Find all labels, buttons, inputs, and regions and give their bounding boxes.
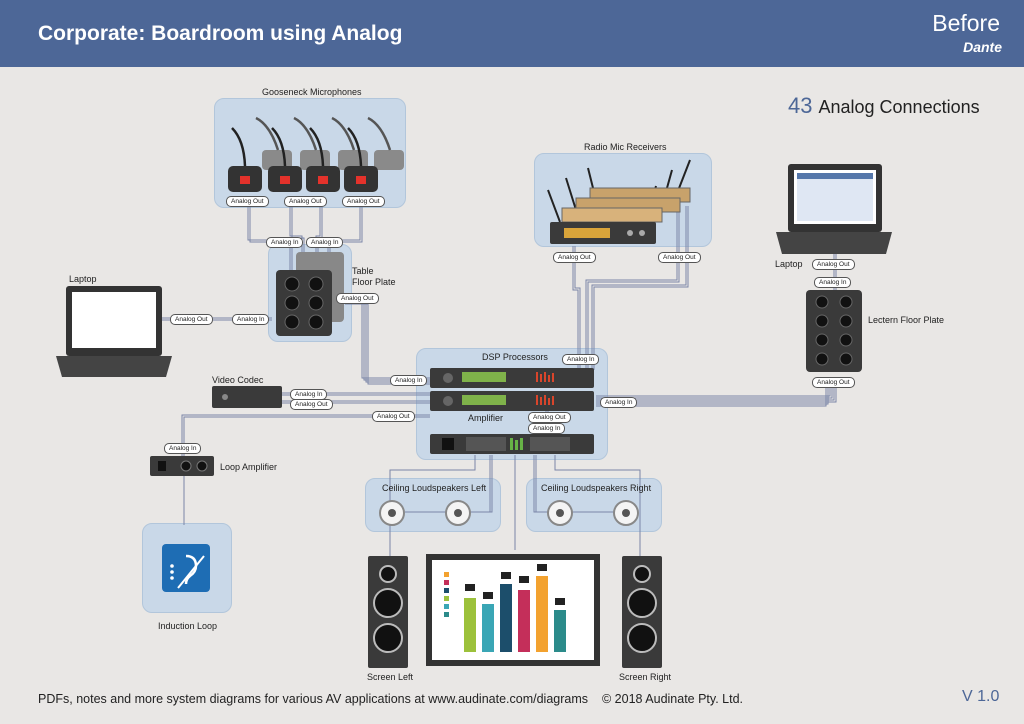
- screen-speakers: [368, 556, 662, 668]
- port-analog-out: Analog Out: [226, 196, 269, 207]
- port-analog-in: Analog In: [232, 314, 270, 325]
- port-analog-out: Analog Out: [372, 411, 415, 422]
- port-analog-out: Analog Out: [553, 252, 596, 263]
- footer-copyright: © 2018 Audinate Pty. Ltd.: [602, 692, 744, 706]
- radio-label: Radio Mic Receivers: [584, 142, 667, 152]
- table-plate-label: Table Floor Plate: [352, 266, 396, 287]
- gooseneck-microphones: [228, 116, 404, 192]
- laptop-left-label: Laptop: [69, 274, 97, 284]
- port-analog-out: Analog Out: [170, 314, 213, 325]
- radio-mic-receivers: [547, 159, 691, 244]
- footer-link[interactable]: PDFs, notes and more system diagrams for…: [38, 692, 589, 706]
- loop-amplifier: [150, 456, 214, 476]
- port-analog-in: Analog In: [600, 397, 638, 408]
- amplifier: [430, 434, 594, 454]
- dante-logo: Dante: [963, 39, 1002, 55]
- dsp-processors: [430, 368, 594, 411]
- video-codec-label: Video Codec: [212, 375, 264, 385]
- port-analog-in: Analog In: [306, 237, 344, 248]
- port-analog-in: Analog In: [390, 375, 428, 386]
- display-screen: [426, 554, 600, 666]
- ceiling-right-panel: [526, 478, 662, 532]
- port-analog-in: Analog In: [266, 237, 304, 248]
- port-analog-out: Analog Out: [290, 399, 333, 410]
- port-analog-out: Analog Out: [812, 377, 855, 388]
- connection-count-label: Analog Connections: [818, 97, 980, 117]
- laptop-left: [56, 286, 172, 377]
- port-analog-out: Analog Out: [658, 252, 701, 263]
- laptop-right: [776, 164, 892, 254]
- port-analog-out: Analog Out: [528, 412, 571, 423]
- screen-right-label: Screen Right: [619, 672, 672, 682]
- page-title: Corporate: Boardroom using Analog: [38, 22, 403, 45]
- video-codec: [212, 386, 282, 408]
- port-analog-in: Analog In: [562, 354, 600, 365]
- port-analog-in: Analog In: [528, 423, 566, 434]
- hearing-loop-icon: [162, 544, 210, 592]
- dsp-label: DSP Processors: [482, 352, 548, 362]
- port-analog-out: Analog Out: [284, 196, 327, 207]
- gooseneck-label: Gooseneck Microphones: [262, 87, 362, 97]
- port-analog-out: Analog Out: [342, 196, 385, 207]
- header-bar: Corporate: Boardroom using Analog Before…: [0, 0, 1024, 67]
- amplifier-label: Amplifier: [468, 413, 504, 423]
- port-analog-out: Analog Out: [812, 259, 855, 270]
- ceiling-speakers: [379, 500, 639, 526]
- screen-left-label: Screen Left: [367, 672, 414, 682]
- ceiling-left-label: Ceiling Loudspeakers Left: [382, 483, 487, 493]
- port-analog-in: Analog In: [164, 443, 202, 454]
- table-floor-plate: [276, 252, 344, 336]
- ceiling-right-label: Ceiling Loudspeakers Right: [541, 483, 652, 493]
- before-badge: Before: [932, 10, 1000, 36]
- footer-version: V 1.0: [962, 688, 1000, 705]
- port-analog-in: Analog In: [814, 277, 852, 288]
- laptop-right-label: Laptop: [775, 259, 803, 269]
- port-analog-out: Analog Out: [336, 293, 379, 304]
- connection-count-number: 43: [788, 93, 813, 118]
- lectern-floor-plate: [806, 290, 862, 372]
- lectern-label: Lectern Floor Plate: [868, 315, 945, 325]
- loop-amp-label: Loop Amplifier: [220, 462, 278, 472]
- induction-loop-label: Induction Loop: [158, 621, 218, 631]
